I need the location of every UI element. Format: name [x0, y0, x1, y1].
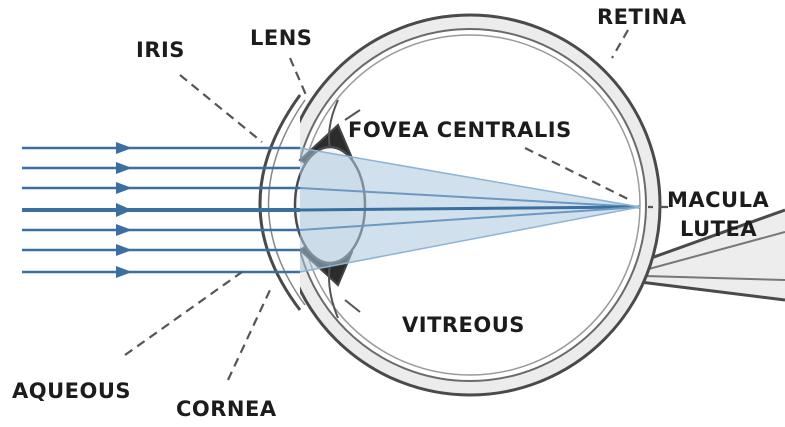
- label-retina: RETINA: [597, 7, 686, 28]
- label-iris: IRIS: [136, 40, 185, 61]
- light-rays: [22, 142, 300, 278]
- cornea-leader: [228, 290, 270, 380]
- label-cornea: CORNEA: [176, 399, 277, 420]
- label-fovea-centralis: FOVEA CENTRALIS: [348, 120, 572, 141]
- label-aqueous: AQUEOUS: [12, 381, 131, 402]
- aqueous-leader: [125, 272, 242, 355]
- retina-leader: [612, 30, 628, 58]
- label-vitreous: VITREOUS: [402, 315, 525, 336]
- label-lutea: LUTEA: [680, 219, 757, 240]
- iris-leader: [180, 75, 262, 142]
- label-macula: MACULA: [667, 190, 769, 211]
- lens-leader: [290, 58, 306, 95]
- label-lens: LENS: [250, 28, 312, 49]
